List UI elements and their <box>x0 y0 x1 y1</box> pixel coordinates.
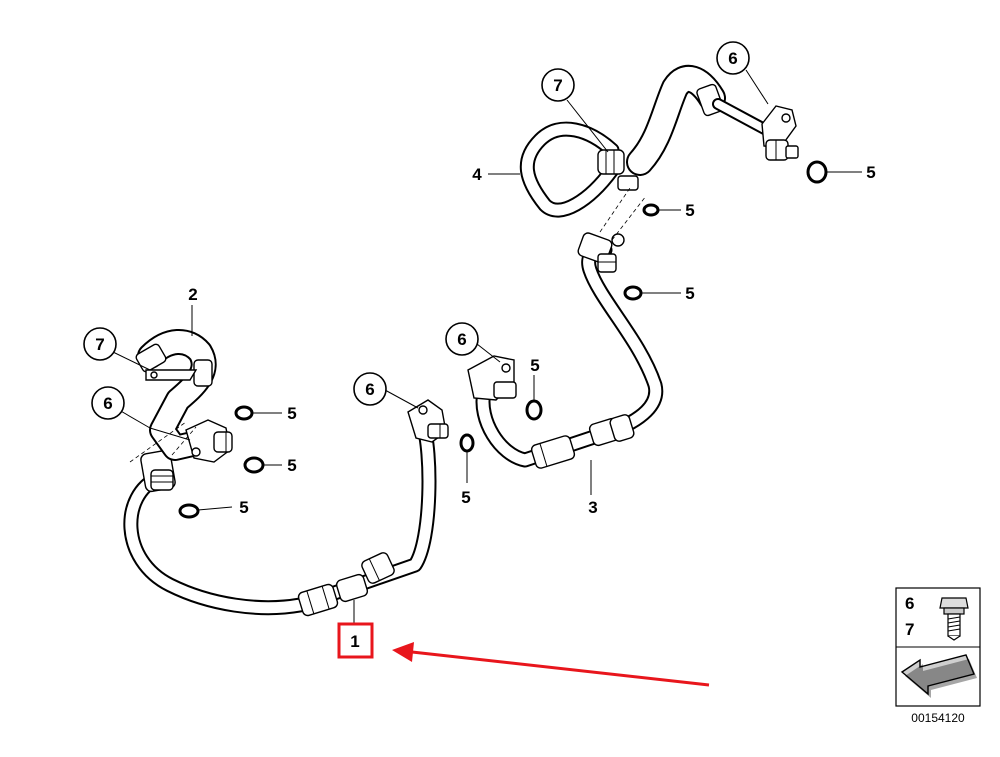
callout-6-center: 6 <box>353 372 387 406</box>
reference-number: 00154120 <box>911 711 965 725</box>
red-arrow-icon <box>392 642 710 687</box>
hose-1-left-fitting <box>140 449 176 493</box>
callout-6-top: 6 <box>716 41 750 75</box>
callout-7-top: 7 <box>541 68 575 102</box>
label-part-3: 3 <box>588 498 597 517</box>
screw-icon <box>939 597 969 641</box>
callout-6-middle: 6 <box>445 322 479 356</box>
label-part-5: 5 <box>685 284 694 303</box>
label-part-5: 5 <box>530 356 539 375</box>
callout-6-left: 6 <box>91 386 125 420</box>
hose-1-right-fitting <box>407 399 449 443</box>
legend: 6 7 <box>895 587 981 707</box>
highlight-part-1: 1 <box>337 622 374 659</box>
arrow-icon <box>900 654 977 698</box>
svg-text:7: 7 <box>95 335 104 354</box>
label-part-5: 5 <box>685 201 694 220</box>
svg-text:7: 7 <box>553 76 562 95</box>
hose-4 <box>519 121 639 218</box>
label-part-2: 2 <box>188 285 197 304</box>
svg-text:6: 6 <box>457 330 466 349</box>
hose-3 <box>467 232 664 469</box>
leader-lines <box>112 69 862 625</box>
label-part-4: 4 <box>472 165 482 184</box>
hose-1 <box>123 399 449 617</box>
svg-text:6: 6 <box>365 380 374 399</box>
label-part-5: 5 <box>239 498 248 517</box>
svg-text:6: 6 <box>728 49 737 68</box>
o-rings <box>178 160 828 519</box>
hose-top-right <box>626 64 799 176</box>
hose-2 <box>135 329 233 463</box>
label-part-5: 5 <box>287 456 296 475</box>
svg-text:1: 1 <box>350 632 359 651</box>
legend-item-6: 6 <box>905 594 914 613</box>
label-part-5: 5 <box>461 488 470 507</box>
label-part-5: 5 <box>866 163 875 182</box>
legend-item-7: 7 <box>905 620 914 639</box>
label-part-5: 5 <box>287 404 296 423</box>
callout-7-left: 7 <box>83 327 117 361</box>
svg-text:6: 6 <box>103 394 112 413</box>
